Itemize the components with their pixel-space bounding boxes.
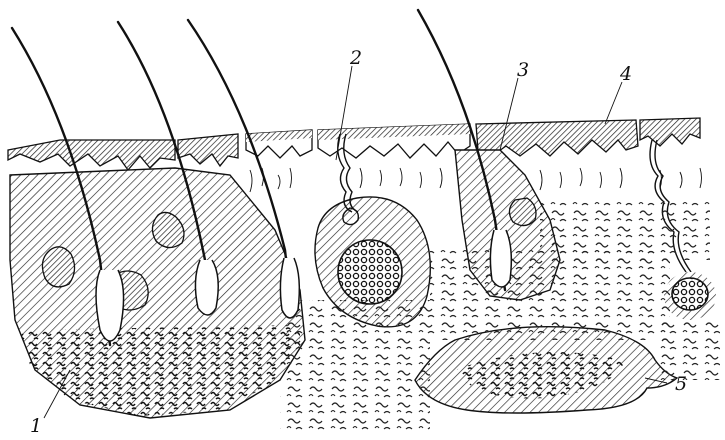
label-4: 4 [619, 63, 632, 85]
eccrine-sweat-gland [315, 134, 430, 327]
label-2: 2 [349, 47, 362, 69]
label-1: 1 [30, 415, 42, 437]
sebaceous-gland-region [10, 168, 305, 418]
label-3: 3 [517, 59, 529, 81]
label-5: 5 [675, 373, 687, 395]
epidermis-layer [8, 118, 700, 170]
